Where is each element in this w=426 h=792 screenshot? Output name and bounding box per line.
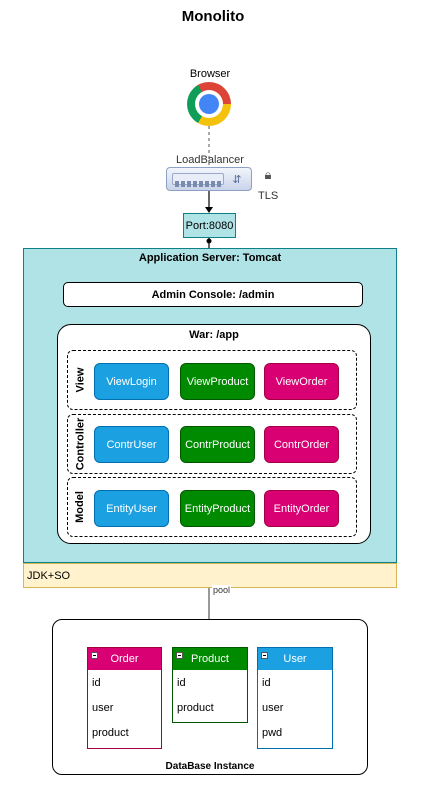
component-contr-product: ContrProduct <box>180 426 255 463</box>
lock-icon: 🔒︎ <box>264 167 272 182</box>
table-user-field: pwd <box>262 726 283 739</box>
database-instance-title: DataBase Instance <box>165 761 255 772</box>
controller-layer-label: Controller <box>74 417 86 471</box>
load-balancer-label: LoadBalancer <box>176 154 244 166</box>
component-entity-product: EntityProduct <box>180 490 255 527</box>
table-product-field: product <box>177 701 214 714</box>
table-user: User id user pwd <box>257 647 333 749</box>
component-contr-order: ContrOrder <box>264 426 339 463</box>
component-entity-user: EntityUser <box>94 490 169 527</box>
component-view-product: ViewProduct <box>180 363 255 400</box>
port-box: Port:8080 <box>183 213 236 238</box>
model-layer-label-wrap: Model <box>67 477 93 537</box>
application-server-title: Application Server: Tomcat <box>138 252 282 264</box>
component-contr-user: ContrUser <box>94 426 169 463</box>
component-entity-order: EntityOrder <box>264 490 339 527</box>
controller-layer <box>67 414 357 474</box>
load-balancer-ports <box>172 173 224 187</box>
table-order: Order id user product <box>87 647 162 749</box>
table-product: Product id product <box>172 647 248 723</box>
collapse-icon[interactable] <box>91 652 98 659</box>
collapse-icon[interactable] <box>176 652 183 659</box>
table-product-header: Product <box>173 648 247 670</box>
model-layer <box>67 477 357 537</box>
diagram-title: Monolito <box>181 8 245 25</box>
tls-label: TLS <box>258 190 279 202</box>
admin-console-box: Admin Console: /admin <box>63 282 363 307</box>
table-order-field: id <box>92 676 101 689</box>
component-view-order: ViewOrder <box>264 363 339 400</box>
war-title: War: /app <box>189 329 239 341</box>
table-user-header: User <box>258 648 332 670</box>
collapse-icon[interactable] <box>261 652 268 659</box>
port-to-server-dot <box>206 238 212 244</box>
component-view-login: ViewLogin <box>94 363 169 400</box>
table-user-name: User <box>283 653 307 665</box>
table-user-field: user <box>262 701 284 714</box>
view-layer <box>67 350 357 410</box>
load-balancer-usb-icon: ⇵ <box>232 173 242 186</box>
lb-to-port-arrow <box>205 207 213 213</box>
model-layer-label: Model <box>74 491 86 523</box>
table-product-field: id <box>177 676 186 689</box>
table-order-name: Order <box>110 653 139 665</box>
table-user-field: id <box>262 676 271 689</box>
pool-label: pool <box>212 585 232 595</box>
table-order-field: product <box>92 726 129 739</box>
view-layer-label-wrap: View <box>67 350 93 410</box>
jdk-runtime-bar: JDK+SO <box>23 563 397 588</box>
table-order-header: Order <box>88 648 161 670</box>
chrome-icon-center <box>199 94 219 114</box>
table-order-field: user <box>92 701 114 714</box>
controller-layer-label-wrap: Controller <box>67 414 93 474</box>
view-layer-label: View <box>74 367 86 393</box>
table-product-name: Product <box>191 653 229 665</box>
browser-label: Browser <box>189 68 231 80</box>
